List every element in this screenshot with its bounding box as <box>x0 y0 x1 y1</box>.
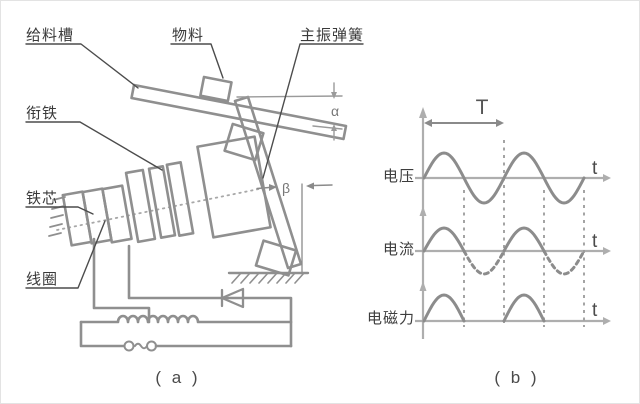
leader-main-spring <box>262 43 364 179</box>
wave-path <box>422 293 466 323</box>
leader-iron-core <box>25 206 94 215</box>
label-voltage: 电压 <box>383 168 415 185</box>
label-beta: β <box>282 180 290 196</box>
label-material: 物料 <box>172 27 204 44</box>
coil-wire-2 <box>127 244 293 348</box>
label-iron-core: 铁芯 <box>26 190 58 207</box>
material-box <box>199 75 233 103</box>
label-t-current: t <box>592 231 598 252</box>
trough-bar <box>130 83 348 141</box>
label-alpha: α <box>331 103 339 119</box>
wave-path <box>462 249 506 276</box>
inductor-icon <box>79 314 293 324</box>
magnetic-axis-dotted-line <box>56 188 260 231</box>
time-axes <box>415 174 611 325</box>
caption-a: ( a ) <box>155 368 200 387</box>
main-spring-leaf <box>233 95 303 270</box>
spring-top-clamp <box>223 122 265 162</box>
caption-b: ( b ) <box>494 368 539 387</box>
leader-material <box>170 43 224 79</box>
period-arrow <box>424 119 504 127</box>
label-trough: 给料槽 <box>26 27 74 44</box>
waveform-diagram: 电压 电流 电磁力 T t t t ( b ) <box>367 96 611 387</box>
leader-lines <box>25 43 364 289</box>
label-current: 电流 <box>383 241 415 258</box>
label-main-spring: 主振弹簧 <box>300 27 364 44</box>
wave-path <box>542 249 586 276</box>
wave-path <box>422 151 586 205</box>
waveform-vertical-axis <box>419 107 427 339</box>
mass-block <box>196 135 272 239</box>
label-period-T: T <box>476 96 489 119</box>
drive-circuit <box>79 237 293 352</box>
feeder-diagram: 给料槽 物料 主振弹簧 衔铁 铁芯 线圈 α β ( a ) <box>25 27 364 387</box>
coil-windings <box>61 184 133 247</box>
wave-path <box>422 226 466 253</box>
label-t-voltage: t <box>592 158 598 179</box>
wave-curves <box>422 140 586 327</box>
ground-hatch <box>227 271 310 284</box>
leader-trough <box>25 43 139 89</box>
wave-path <box>502 293 546 323</box>
label-armature: 衔铁 <box>26 105 58 122</box>
label-t-force: t <box>592 300 598 321</box>
label-coil: 线圈 <box>26 271 58 288</box>
leader-coil <box>25 220 106 289</box>
wave-path <box>502 226 546 253</box>
diode-icon <box>220 287 245 309</box>
armature-assembly <box>124 135 272 244</box>
label-force: 电磁力 <box>367 310 415 327</box>
alpha-dimension <box>236 82 343 141</box>
ac-source-icon <box>123 340 157 352</box>
spring-foot-block <box>254 239 298 277</box>
leader-armature <box>25 121 163 171</box>
coil-wire-1 <box>92 237 151 324</box>
